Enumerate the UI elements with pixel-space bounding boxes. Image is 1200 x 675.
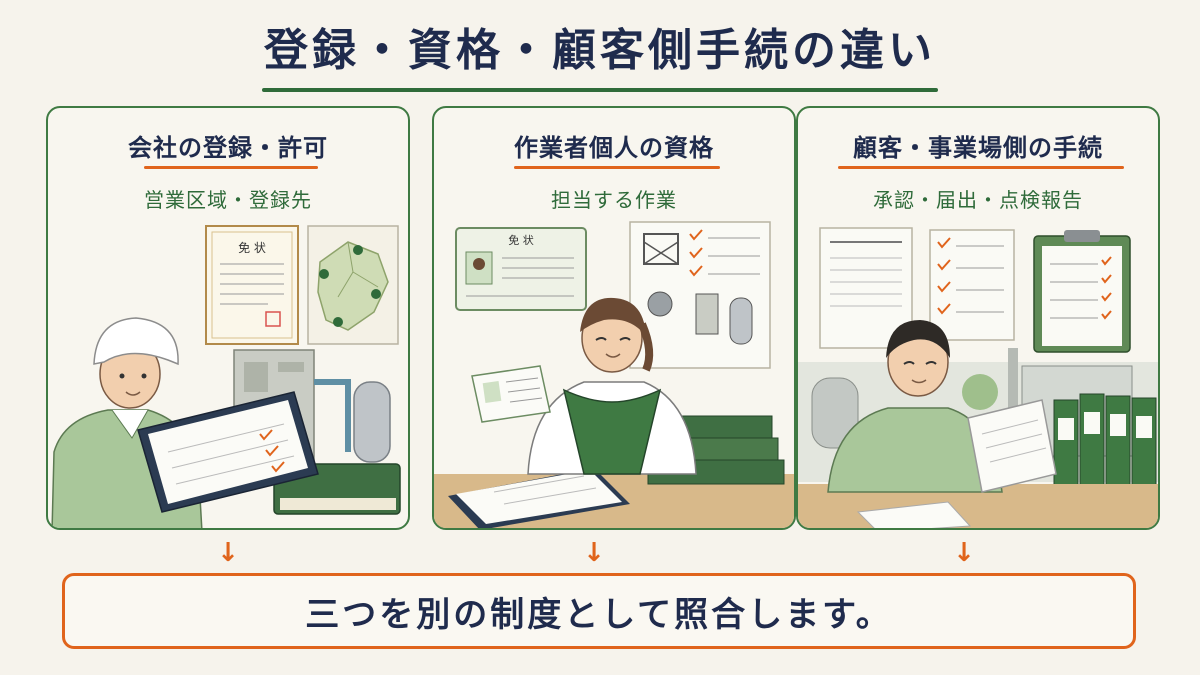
panel-customer-procedures: 顧客・事業場側の手続 承認・届出・点検報告 (796, 106, 1160, 530)
held-document-icon (967, 399, 1057, 493)
down-arrow-icon: ↓ (583, 538, 605, 568)
panel-worker-qualification: 作業者個人の資格 担当する作業 免 状 (432, 106, 796, 530)
desk-paper-icon (856, 501, 972, 528)
panel-heading-underline (144, 166, 318, 169)
panel-heading: 顧客・事業場側の手続 (853, 134, 1103, 162)
certificate-icon: 免 状 (205, 225, 299, 345)
summary-text: 三つを別の制度として照合します。 (305, 594, 893, 635)
panel-heading: 作業者個人の資格 (514, 134, 714, 162)
panel-heading-underline (514, 166, 720, 169)
panel-heading-underline (838, 166, 1124, 169)
page-title: 登録・資格・顧客側手続の違い (264, 25, 936, 76)
worker-with-clipboard-illustration: 免 状 (51, 225, 401, 528)
down-arrow-icon: ↓ (953, 538, 975, 568)
worker-reading-document-illustration (798, 227, 1158, 528)
equipment-checklist-icon (629, 221, 771, 369)
map-icon (307, 225, 399, 345)
worker-with-license-illustration: 免 状 (434, 221, 794, 528)
license-card-icon: 免 状 (455, 227, 587, 311)
form-document-icon (819, 227, 913, 349)
panel-subheading: 営業区域・登録先 (144, 188, 312, 212)
title-underline (262, 88, 938, 92)
clipboard-icon (137, 391, 319, 513)
down-arrow-icon: ↓ (217, 538, 239, 568)
panel-company-registration: 会社の登録・許可 営業区域・登録先 免 状 (46, 106, 410, 530)
held-license-card-icon (471, 365, 551, 423)
certificate-title-text: 免 状 (238, 240, 266, 255)
binder-icon (448, 468, 630, 528)
binder-row-icon (1053, 393, 1157, 499)
license-title-text: 免 状 (508, 233, 534, 247)
worker-figure (827, 320, 1003, 493)
panel-subheading: 担当する作業 (551, 188, 677, 212)
checklist-document-icon (929, 229, 1015, 341)
panel-subheading: 承認・届出・点検報告 (873, 188, 1083, 212)
worker-figure (527, 297, 697, 475)
summary-box: 三つを別の制度として照合します。 (62, 573, 1136, 649)
panel-heading: 会社の登録・許可 (128, 134, 328, 162)
clipboard-icon (1033, 230, 1131, 353)
